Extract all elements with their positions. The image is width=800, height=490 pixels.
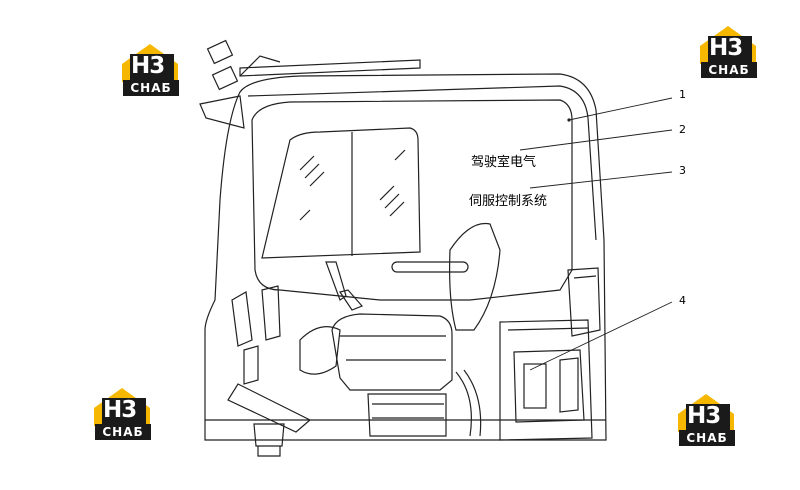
brand-logo: H3 CHAБ (118, 42, 182, 98)
brand-logo: H3 CHAБ (696, 24, 760, 80)
house-logo-icon (700, 26, 756, 64)
brand-name: CHAБ (95, 424, 151, 440)
brand-mark: H3 (709, 35, 743, 61)
leader-1 (568, 97, 673, 121)
brand-name: CHAБ (123, 80, 179, 96)
seat-console (331, 313, 453, 391)
brand-name: CHAБ (701, 62, 757, 78)
brand-mark: H3 (103, 397, 137, 423)
house-logo-icon (94, 388, 150, 426)
brand-logo: H3 CHAБ (90, 386, 154, 442)
callout-1: 1 (679, 88, 686, 101)
brand-name: CHAБ (679, 430, 735, 446)
house-logo-icon (122, 44, 178, 82)
cab-outline (204, 73, 607, 441)
leader-2 (519, 129, 673, 151)
callout-4: 4 (679, 294, 686, 307)
label-servo-control-system: 伺服控制系统 (468, 190, 549, 209)
window (261, 127, 421, 259)
brand-logo: H3 CHAБ (674, 392, 738, 448)
callout-2: 2 (679, 123, 686, 136)
label-cab-electrical: 驾驶室电气 (470, 151, 538, 170)
brand-mark: H3 (131, 53, 165, 79)
callout-3: 3 (679, 164, 686, 177)
leader-3 (529, 171, 673, 189)
leader-4 (529, 301, 673, 371)
brand-mark: H3 (687, 403, 721, 429)
house-logo-icon (678, 394, 734, 432)
